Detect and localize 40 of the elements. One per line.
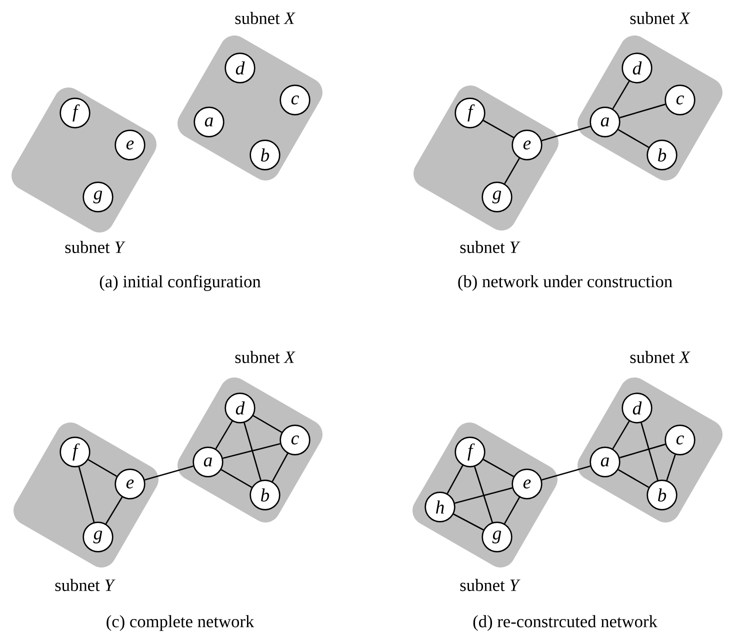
- edge-line: [618, 469, 650, 488]
- subnet-region: subnet Y: [460, 240, 520, 254]
- edge-line: [542, 126, 590, 142]
- panel-caption: (a) initial configuration: [100, 275, 261, 291]
- edge-line: [483, 458, 514, 478]
- edge-line: [612, 420, 630, 450]
- edge-line: [474, 466, 493, 523]
- panel-caption: (b) network under construction: [458, 275, 672, 291]
- edge-line: [454, 487, 512, 504]
- edge-line: [640, 422, 658, 480]
- edge-line: [222, 443, 280, 459]
- edge-line: [666, 454, 676, 481]
- edge-line: [612, 80, 630, 110]
- edge-line: [453, 514, 484, 530]
- edge-line: [618, 129, 650, 148]
- panel-caption: (d) re-constrcuted network: [473, 615, 658, 631]
- edge-line: [215, 420, 233, 450]
- subnet-region: subnet Y: [65, 240, 126, 254]
- subnet-region: subnet X: [630, 350, 690, 364]
- edge-line: [272, 453, 288, 482]
- subnet-region: subnet Y: [55, 578, 116, 592]
- edge-line: [105, 496, 123, 524]
- edge-line: [504, 497, 520, 524]
- edge-line: [483, 120, 514, 138]
- edge-line: [504, 158, 520, 184]
- edge-line: [244, 422, 262, 480]
- subnet-region: subnet X: [235, 12, 296, 24]
- edge-line: [620, 444, 666, 458]
- subnet-region: subnet Y: [460, 578, 520, 592]
- edge-line: [78, 466, 95, 522]
- edge-line: [252, 415, 282, 433]
- edge-line: [446, 465, 464, 494]
- panel-caption: (c) complete network: [106, 615, 254, 631]
- subnet-region: subnet X: [235, 350, 296, 364]
- edge-line: [620, 104, 666, 118]
- edge-line: [88, 459, 118, 477]
- edge-line: [144, 466, 194, 480]
- edge-line: [220, 469, 252, 488]
- edge-line: [542, 466, 590, 480]
- subnet-region: subnet X: [630, 12, 690, 24]
